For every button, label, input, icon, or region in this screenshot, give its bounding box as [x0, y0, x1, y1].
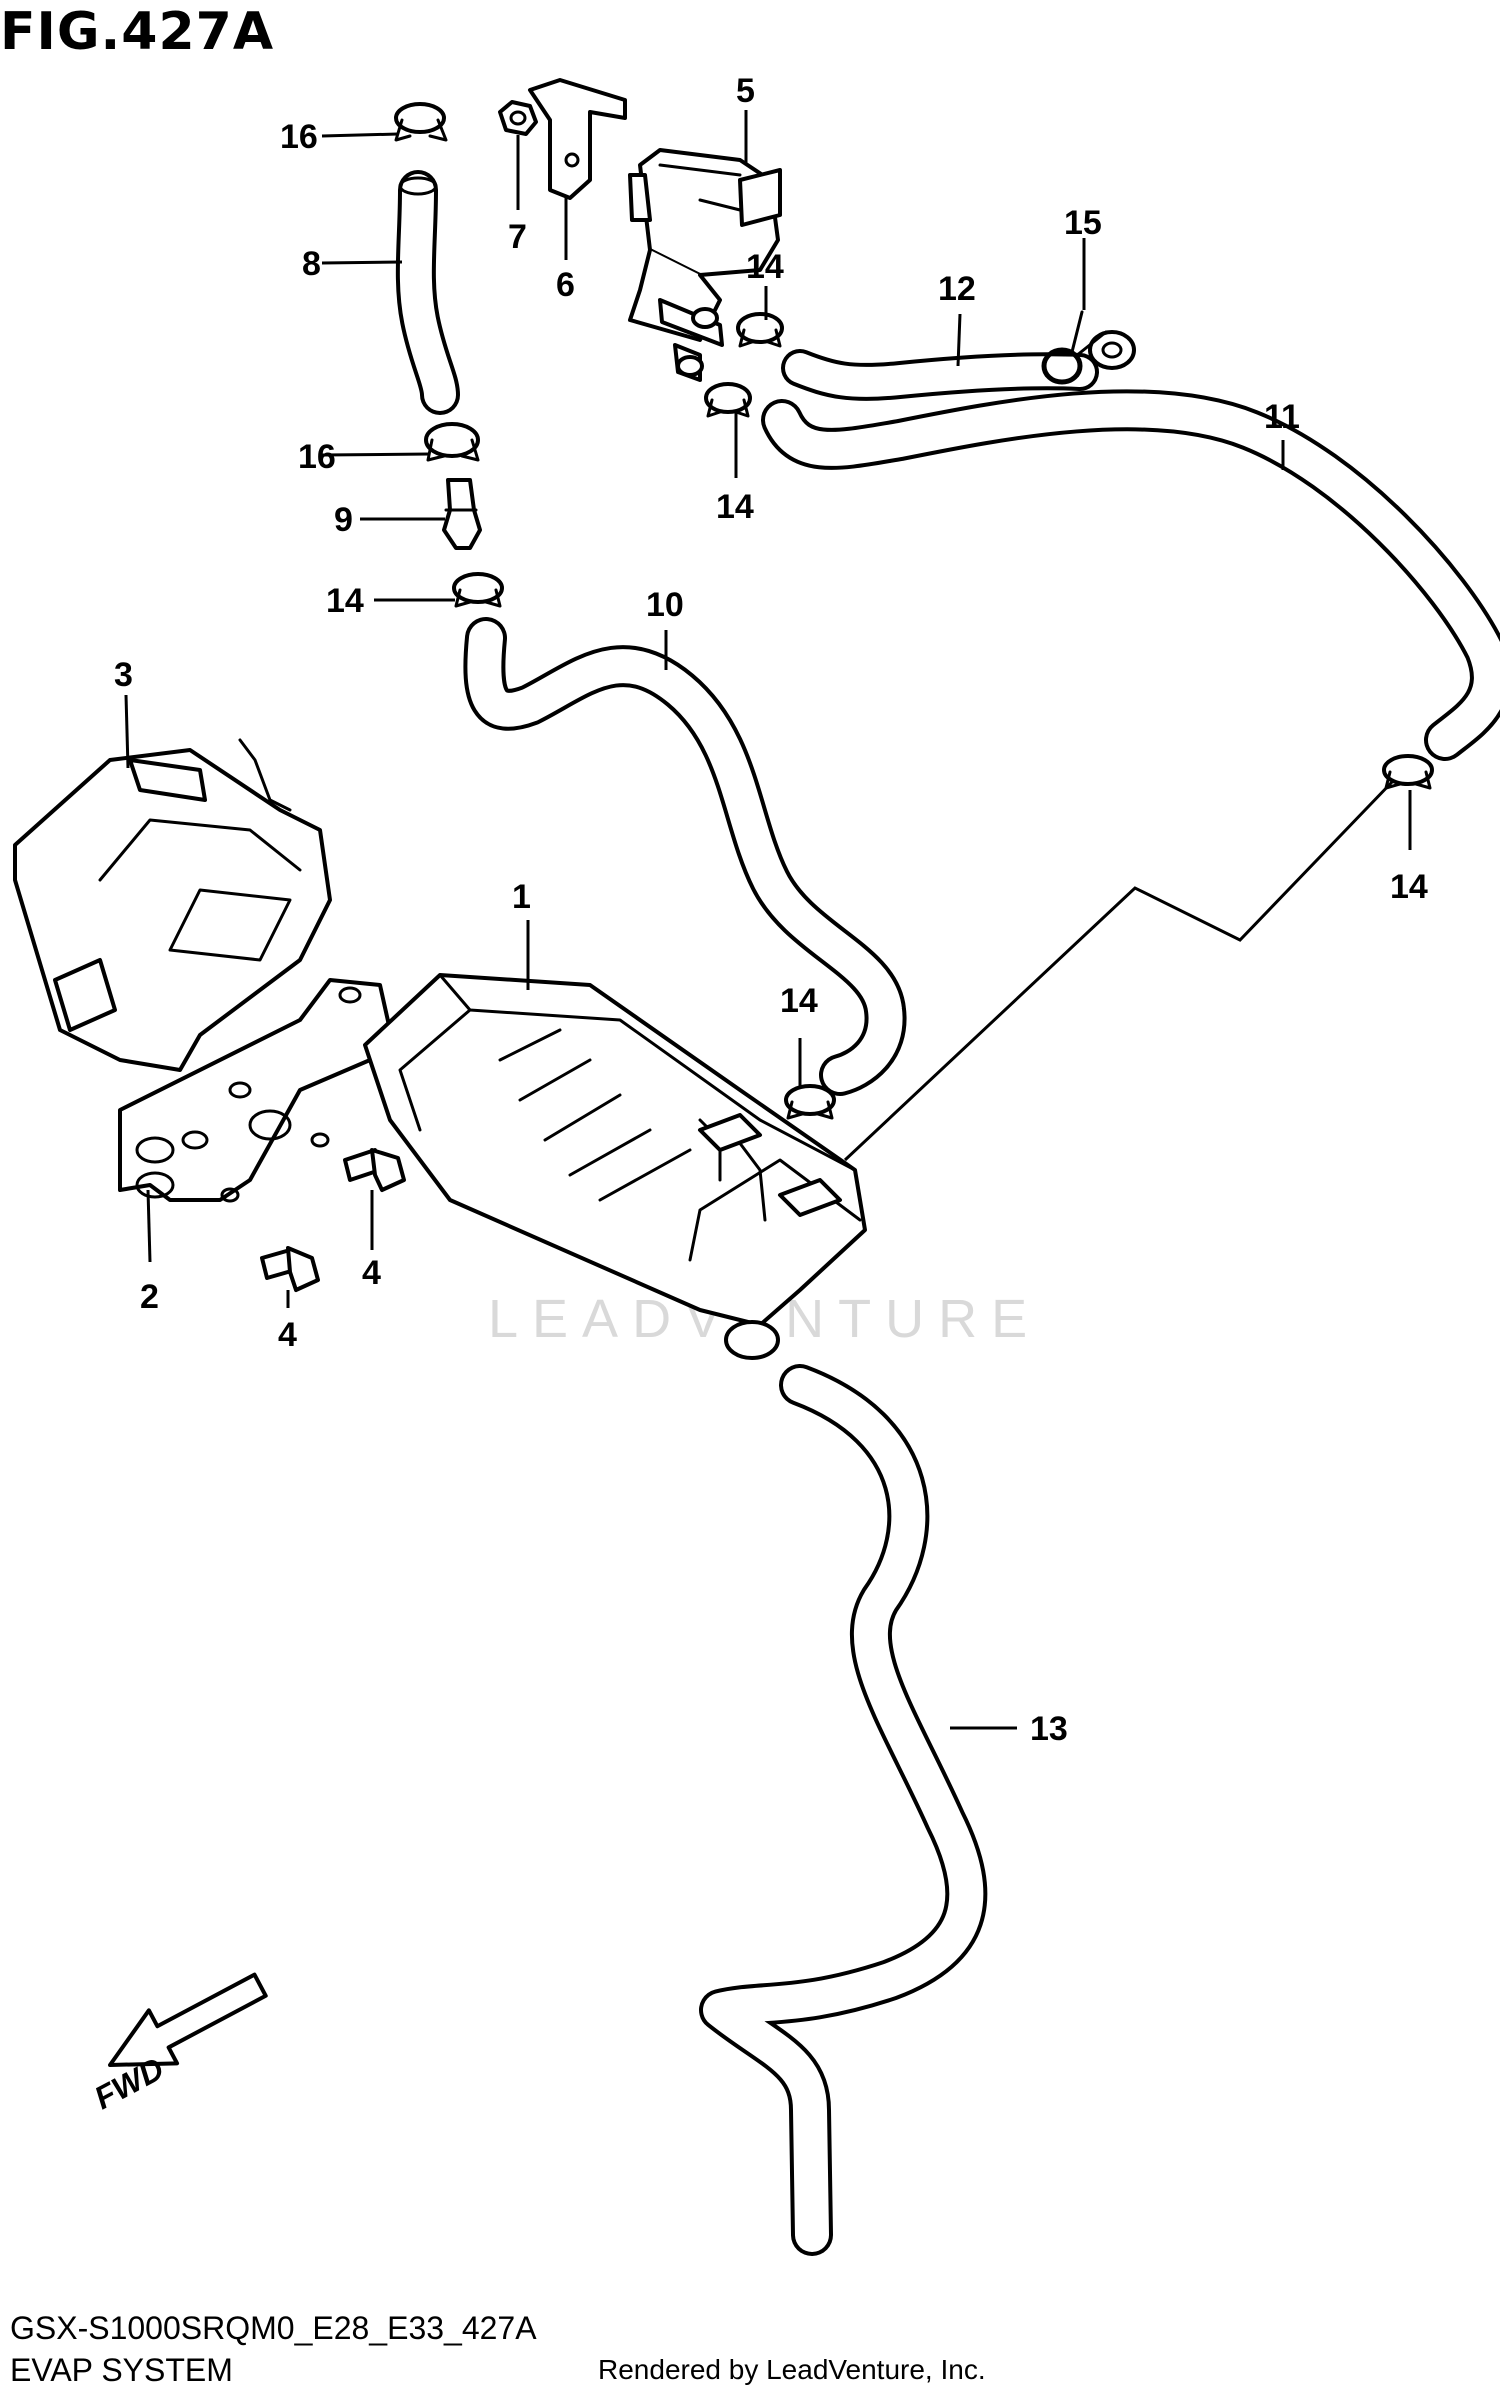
hose-8 [395, 170, 460, 415]
canister-1 [363, 973, 867, 1360]
hose-10 [463, 617, 907, 1096]
figure-title: FIG.427A [0, 2, 275, 62]
clip-15 [1041, 310, 1108, 385]
clamp-14-a [452, 572, 504, 608]
figure-code: GSX-S1000SRQM0_E28_E33_427A [10, 2310, 537, 2346]
bolt-4-upper [343, 1148, 406, 1192]
clamp-16-top [394, 102, 448, 142]
bolt-4-lower [260, 1246, 320, 1292]
hose-12 [781, 330, 1136, 401]
cover-3 [13, 738, 332, 1072]
purge-valve-5 [628, 148, 782, 382]
credit-line: Rendered by LeadVenture, Inc. [598, 2354, 986, 2385]
nut-7 [498, 100, 538, 136]
bracket-plate-2 [118, 978, 392, 1203]
leader-lines [124, 110, 1412, 1730]
fwd-arrow [108, 1972, 268, 2067]
clamp-14-b [736, 312, 784, 348]
clamp-14-e [784, 1084, 836, 1120]
clamp-14-d [1382, 754, 1434, 790]
bracket-6 [528, 78, 627, 200]
hose-11 [761, 389, 1500, 761]
clamp-14-c [704, 382, 752, 418]
hose-13 [699, 1364, 988, 2256]
joint-9 [442, 478, 482, 550]
figure-name: EVAP SYSTEM [10, 2352, 233, 2388]
clamp-16-lower [424, 422, 480, 462]
